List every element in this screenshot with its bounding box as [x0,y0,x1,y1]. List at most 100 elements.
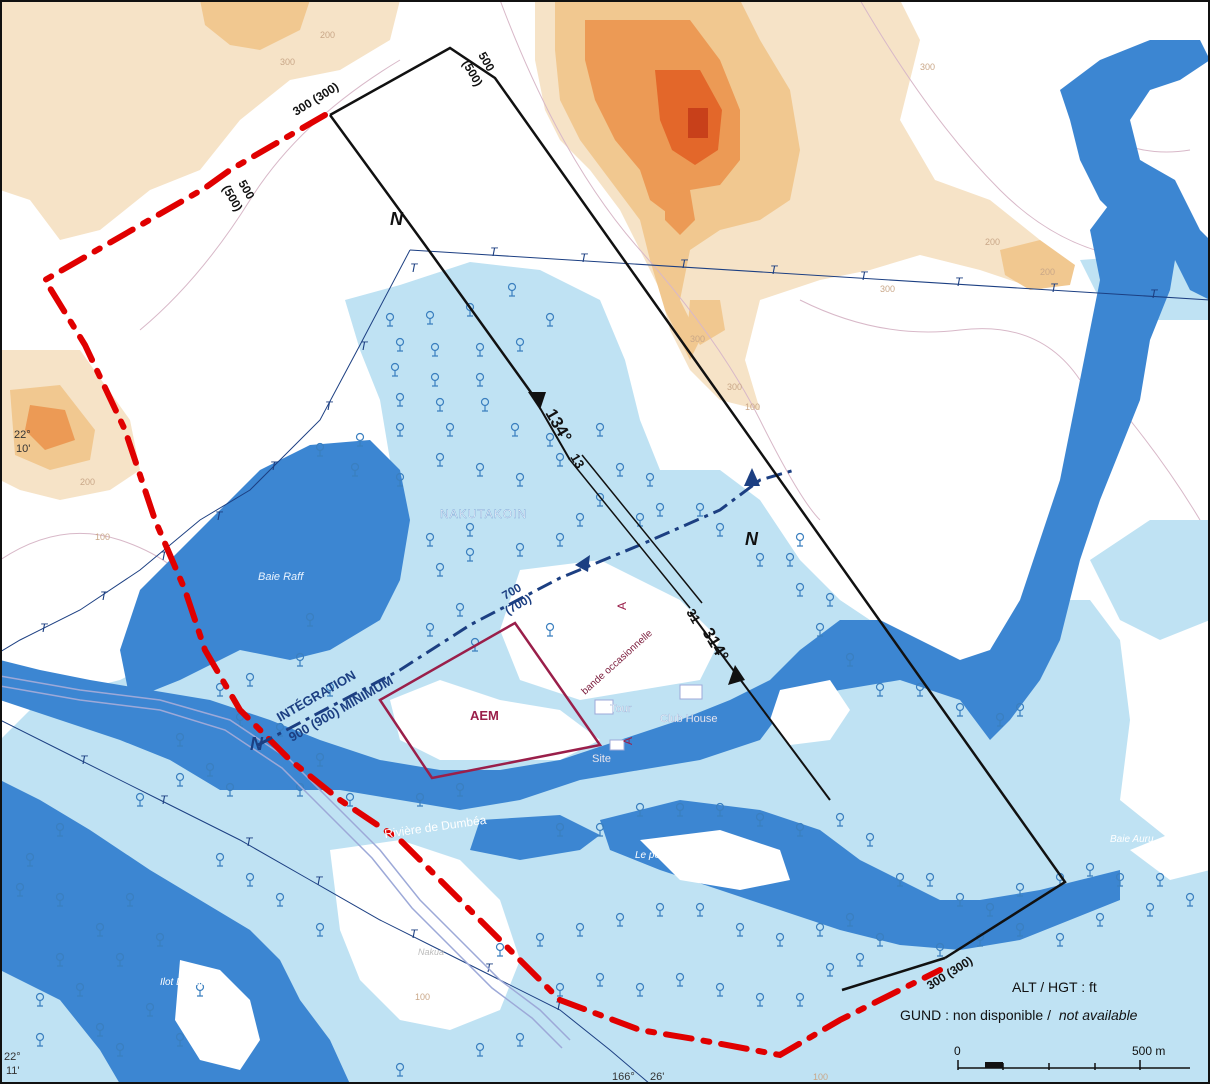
mangrove-symbol [195,982,205,997]
mangrove-symbol [325,682,335,697]
mangrove-symbol [775,932,785,947]
mangrove-symbol [495,942,505,957]
mangrove-symbol [515,472,525,487]
mangrove-symbol [465,302,475,317]
mangrove-symbol [515,337,525,352]
mangrove-symbol [995,712,1005,727]
label-tour: Tour [610,703,632,715]
mangrove-symbol [275,892,285,907]
transmission-t-mark: T [680,257,689,271]
mangrove-symbol [395,392,405,407]
mangrove-symbol [795,582,805,597]
transmission-t-mark: T [860,269,869,283]
mangrove-symbol [115,1042,125,1057]
contour-label: 300 [280,57,295,67]
mangrove-symbol [425,310,435,325]
mangrove-symbol [395,1062,405,1077]
mangrove-symbol [95,922,105,937]
mangrove-symbol [355,432,365,447]
mangrove-symbol [295,782,305,797]
mangrove-symbol [615,912,625,927]
mangrove-symbol [755,812,765,827]
mangrove-symbol [595,422,605,437]
mangrove-symbol [915,682,925,697]
contour-label: 100 [415,992,430,1002]
mangrove-symbol [315,752,325,767]
mangrove-symbol [350,462,360,477]
zone-mark: A [621,737,635,745]
mangrove-symbol [835,812,845,827]
transmission-t-mark: T [555,999,564,1013]
mangrove-symbol [755,992,765,1007]
mangrove-symbol [675,802,685,817]
mangrove-symbol [635,982,645,997]
mangrove-symbol [695,502,705,517]
label-north-bay: Baie Auru [1110,834,1154,845]
transmission-t-mark: T [485,961,494,975]
mangrove-symbol [475,1042,485,1057]
transmission-t-mark: T [1050,281,1059,295]
transmission-t-mark: T [325,399,334,413]
mangrove-symbol [455,602,465,617]
mangrove-symbol [865,832,875,847]
mangrove-symbol [175,732,185,747]
mangrove-symbol [225,782,235,797]
mangrove-symbol [875,932,885,947]
mangrove-symbol [845,652,855,667]
mangrove-symbol [35,1032,45,1047]
latitude-2-min: 11' [6,1065,20,1077]
mangrove-symbol [475,342,485,357]
transmission-t-mark: T [100,589,109,603]
mangrove-symbol [507,282,517,297]
mangrove-symbol [655,502,665,517]
mangrove-symbol [575,922,585,937]
mangrove-symbol [385,312,395,327]
scale-end: 500 m [1132,1044,1165,1058]
mangrove-symbol [925,872,935,887]
legend-gund: GUND : non disponible / not available [900,1007,1138,1023]
mangrove-symbol [955,702,965,717]
mangrove-symbol [1085,862,1095,877]
mangrove-symbols [15,282,1195,1077]
legend: ALT / HGT : ft GUND : non disponible / n… [900,979,1190,1070]
contour-label: 300 [727,382,742,392]
transmission-t-mark: T [770,263,779,277]
label-village: NAKUTAKOIN [440,507,527,521]
aem-zone [378,621,603,780]
mangrove-symbol [515,542,525,557]
mangrove-symbol [815,622,825,637]
contour-label: 200 [80,477,95,487]
label-bay: Baie Raff [258,571,304,583]
transmission-t-mark: T [580,251,589,265]
transmission-t-mark: T [955,275,964,289]
mangrove-symbol [135,792,145,807]
mangrove-symbol [515,1032,525,1047]
transmission-t-mark: T [360,339,369,353]
mangrove-symbol [615,462,625,477]
transmission-t-mark: T [160,793,169,807]
mangrove-symbol [1185,892,1195,907]
legend-gund-italic: not available [1059,1007,1138,1023]
mangrove-symbol [1015,922,1025,937]
mangrove-symbol [430,342,440,357]
contour-label: 300 [690,334,705,344]
mangrove-symbol [555,982,565,997]
longitude-1-min: 26' [650,1071,664,1083]
mangrove-symbol [795,822,805,837]
mangrove-symbol [465,547,475,562]
longitude-1: 166° [612,1071,635,1083]
mangrove-symbol [595,492,605,507]
mangrove-symbol [295,652,305,667]
zone-mark: A [615,602,629,610]
mangrove-symbol [425,532,435,547]
transmission-t-mark: T [410,261,419,275]
mangrove-symbol [125,892,135,907]
contour-label: 300 [920,62,935,72]
transmission-t-mark: T [1150,287,1159,301]
mangrove-symbol [555,532,565,547]
mangrove-symbol [75,982,85,997]
mangrove-symbol [145,1002,155,1017]
mangrove-symbol [595,822,605,837]
